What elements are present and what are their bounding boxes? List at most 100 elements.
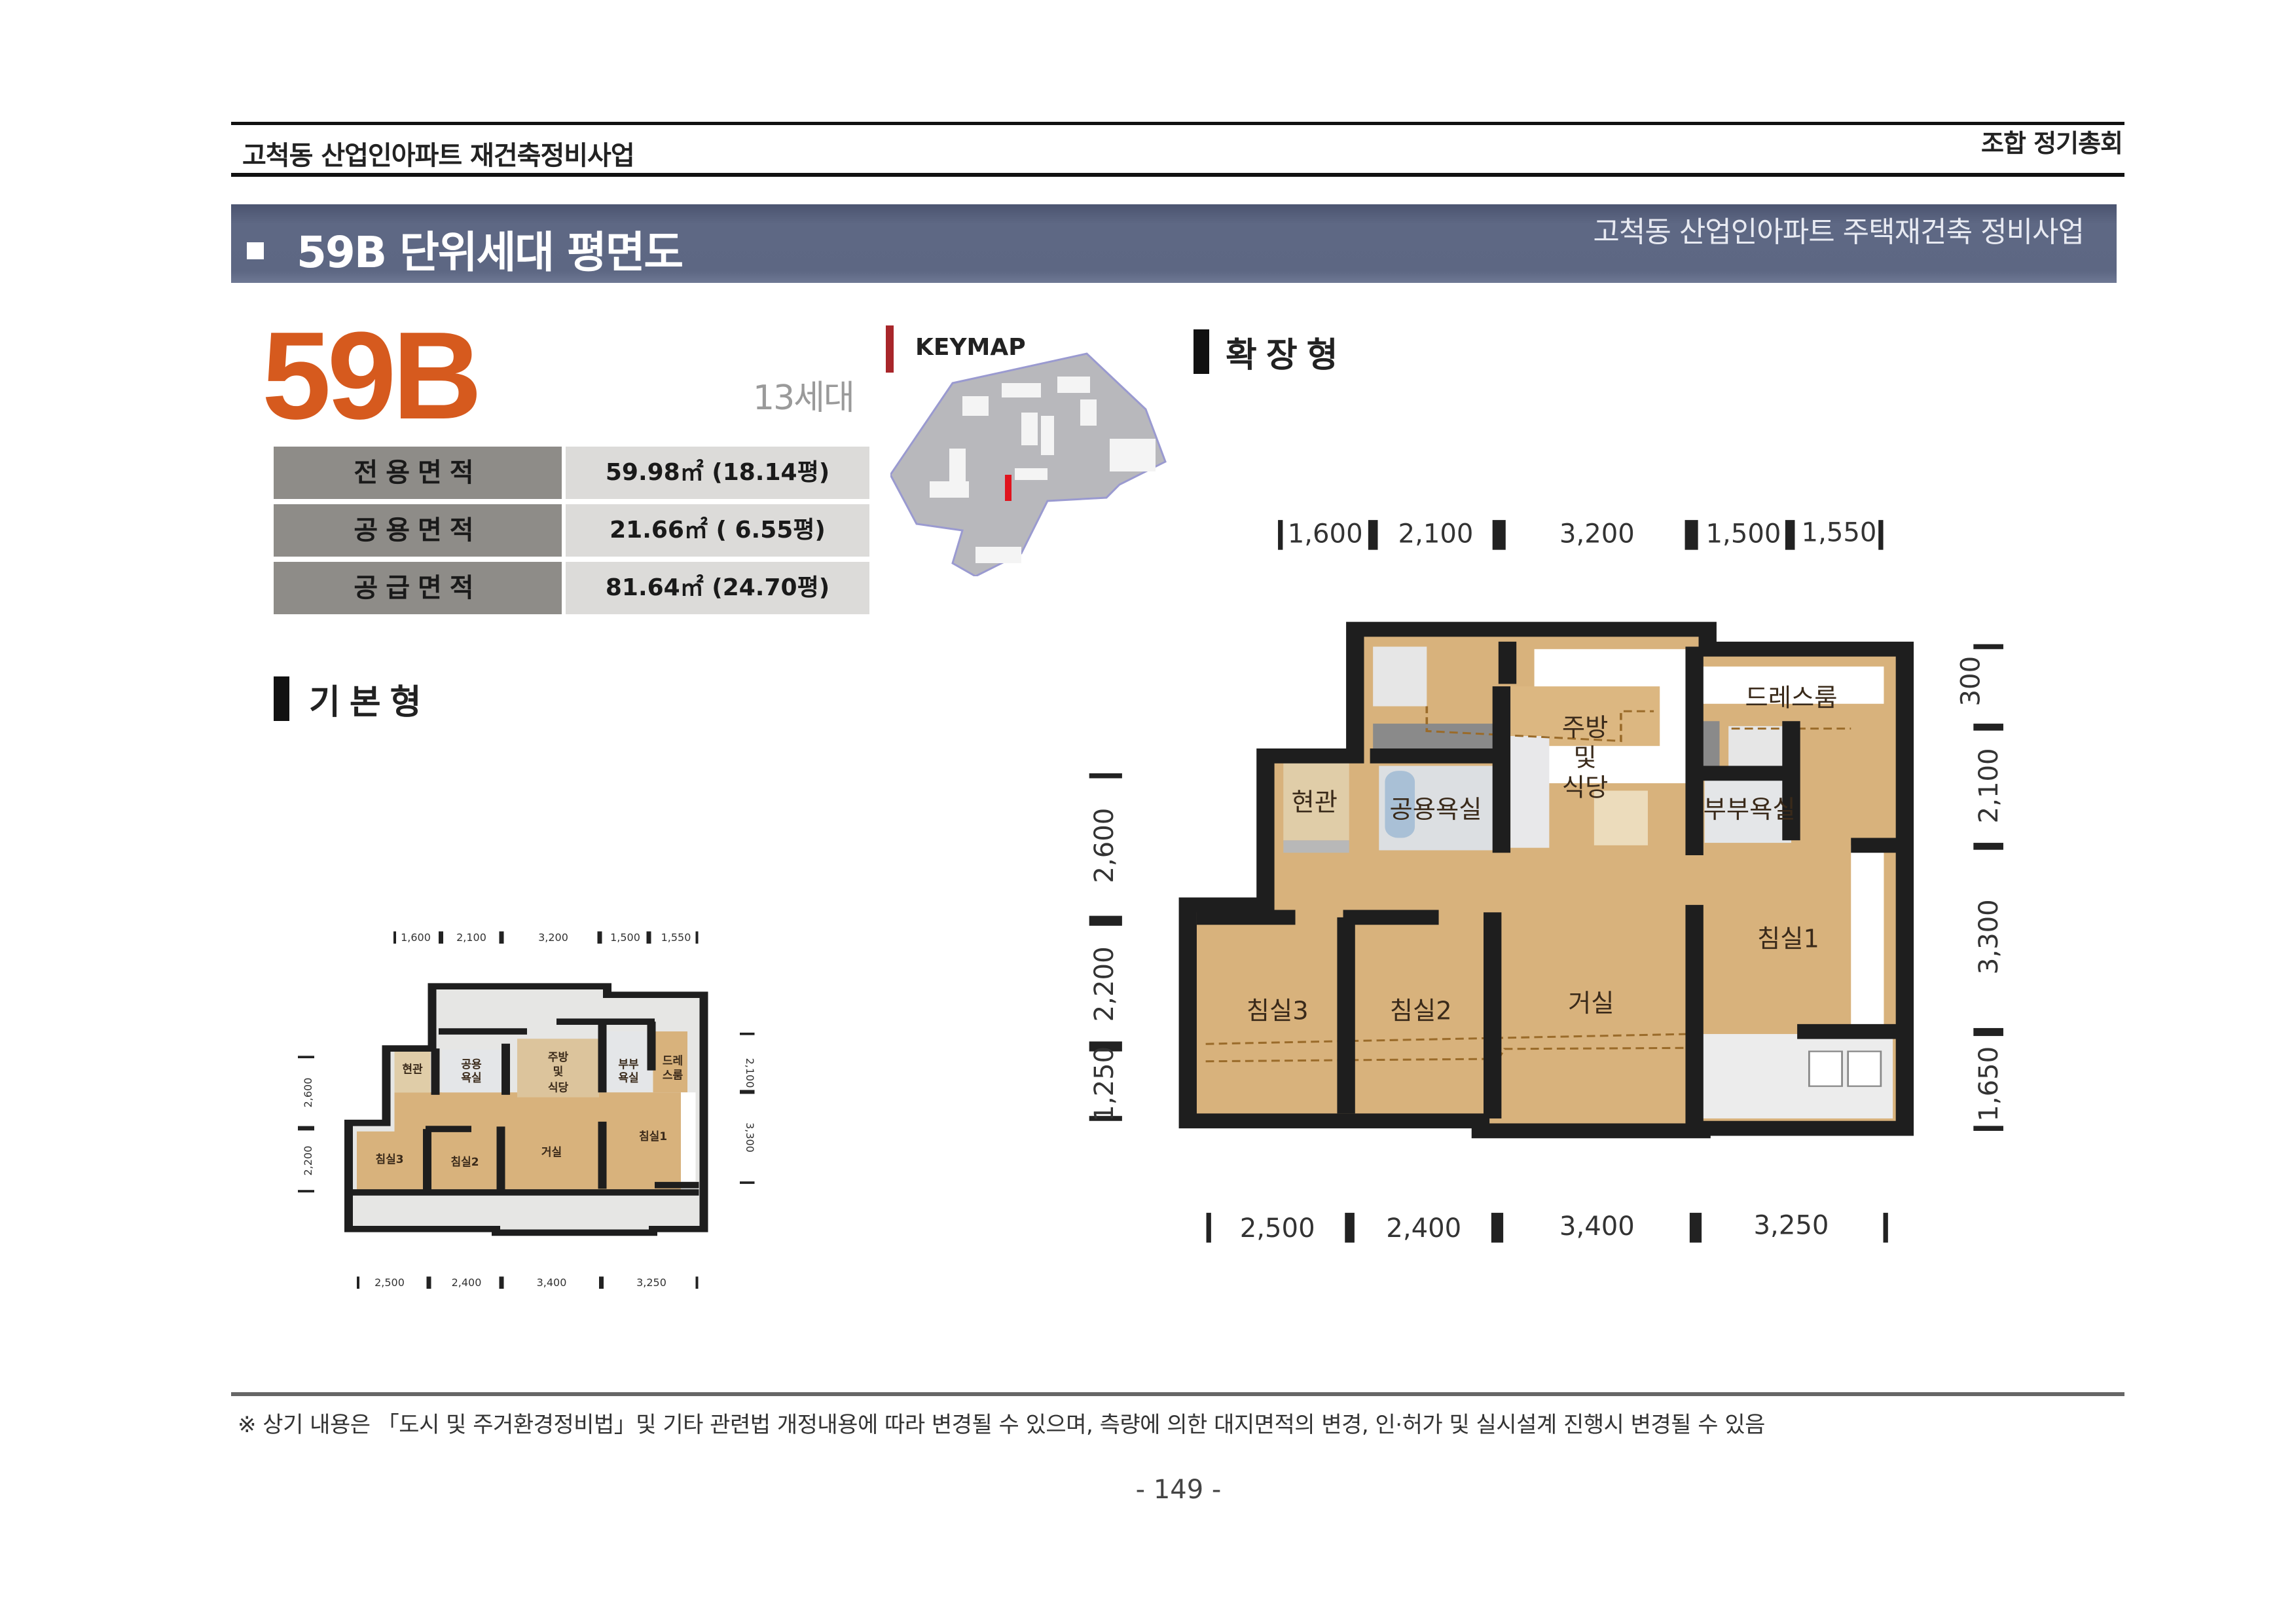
dimension-label: 2,200 [302,1146,314,1176]
room-label-bedroom2: 침실2 [450,1155,479,1169]
page-number: - 149 - [1135,1475,1222,1505]
room-label-bedroom3: 침실3 [375,1153,403,1166]
dimension-label: 3,400 [537,1276,567,1289]
room-label-bedroom2: 침실2 [1390,997,1452,1026]
plan-floor [1188,629,1905,1131]
closet [1851,845,1884,1029]
walls [344,983,708,1236]
room-label-master-bath: 부부욕실 [1704,795,1796,824]
title-banner: 59B 단위세대 평면도 고척동 산업인아파트 주택재건축 정비사업 [231,204,2117,283]
dressroom-floor [653,1031,687,1093]
area-row: 공급면적 81.64㎡ (24.70평) [274,562,869,614]
dimension-label: 2,100 [1398,519,1474,549]
room-label-bedroom1: 침실1 [639,1130,667,1143]
room-label-entrance: 현관 [1291,788,1338,817]
dimension-label: 2,600 [302,1078,314,1108]
footer-rule [231,1392,2124,1396]
area-label: 전용면적 [274,447,562,499]
dimension-label: 3,300 [744,1122,756,1153]
basic-plan-title: 기본형 [309,683,431,722]
room-label-common-bath: 공용욕실 [1389,795,1482,824]
room-label-common-bath: 공용 [461,1058,482,1071]
header-bottom-rule [231,173,2124,177]
closet [681,1092,696,1182]
area-value: 59.98㎡ (18.14평) [566,447,869,499]
dressroom-white [1695,666,1884,704]
dimension-label: 1,250 [1089,1046,1120,1122]
dimension-label: 2,100 [456,931,486,944]
washer-icon [1808,1050,1843,1087]
dryer-icon [1847,1050,1882,1087]
square-bullet-icon [247,242,264,259]
kitchen-floor [517,1039,599,1098]
room-label-master-bath: 부부 [618,1058,639,1071]
room-label-dressroom: 스룸 [663,1069,683,1082]
room-label-living: 거실 [541,1146,562,1159]
dimension-ticks [1089,520,2003,1243]
footer-disclaimer: ※ 상기 내용은 「도시 및 주거환경정비법」및 기타 관련법 개정내용에 따라… [238,1412,1765,1438]
walls [1178,621,1914,1139]
dimension-label: 1,600 [401,931,431,944]
living-floor [394,1092,681,1190]
dimension-label: 3,300 [1974,899,2004,974]
dimension-label: 3,400 [1559,1211,1635,1242]
dimension-label: 2,400 [1386,1213,1461,1244]
banner-subtitle: 고척동 산업인아파트 주택재건축 정비사업 [1593,215,2085,249]
master-bath-floor [604,1031,651,1090]
unit-type: 59B [262,306,483,445]
common-bath-floor [442,1050,503,1093]
room-label-kitchen: 주방 [1562,713,1609,743]
room-label-master-bath: 욕실 [618,1072,638,1085]
household-count: 13세대 [753,378,855,418]
dimension-label: 2,100 [744,1058,756,1088]
section-marker-bar [274,676,289,721]
room-label-dressroom: 드레스룸 [1745,684,1837,713]
shower-booth [1728,726,1791,773]
keymap-site-plan [890,352,1167,576]
utility-room [1373,646,1427,707]
dimension-label: 1,550 [1802,518,1877,548]
dimension-label: 2,100 [1974,748,2004,823]
unit-location-marker [1005,475,1011,501]
page-title: 59B 단위세대 평면도 [297,227,683,278]
dimension-label: 1,650 [1974,1046,2004,1122]
area-row: 공용면적 21.66㎡ ( 6.55평) [274,504,869,557]
room-label-bedroom1: 침실1 [1757,924,1819,953]
bedroom3-floor [357,1131,426,1190]
room-label-kitchen: 및 [553,1065,564,1079]
keymap-label: KEYMAP [915,334,1026,361]
room-label-dressroom: 드레 [663,1055,683,1068]
area-value: 81.64㎡ (24.70평) [566,562,869,614]
dimension-label: 1,600 [1288,519,1363,549]
dining-table [1594,790,1648,845]
room-label-kitchen: 및 [1574,743,1597,773]
dimension-label: 300 [1956,656,1986,707]
room-label-kitchen: 주방 [548,1051,569,1064]
dimension-ticks [298,931,755,1289]
entrance-floor [394,1050,431,1093]
expanded-floor-plan: 현관 공용욕실 주방 및 식당 드레스룸 부부욕실 침실1 침실3 침실2 거실… [1089,518,2004,1244]
header-project-name: 고척동 산업인아파트 재건축정비사업 [242,141,635,171]
expanded-plan-title: 확장형 [1226,336,1347,375]
basic-floor-plan: 현관 공용 욕실 주방 및 식당 부부 욕실 드레 스룸 침실1 거실 침실3 … [298,931,756,1289]
header-meeting-name: 조합 정기총회 [1981,129,2123,158]
area-row: 전용면적 59.98㎡ (18.14평) [274,447,869,499]
entrance-floor [1283,760,1349,841]
dimension-label: 3,200 [1559,519,1635,549]
building-blocks [930,377,1156,563]
room-label-kitchen: 식당 [548,1082,569,1095]
area-label: 공용면적 [274,504,562,557]
master-bath-floor [1704,775,1791,843]
room-label-kitchen: 식당 [1562,773,1609,802]
room-label-entrance: 현관 [402,1063,423,1077]
room-label-bedroom3: 침실3 [1247,997,1309,1026]
dimension-label: 2,500 [1240,1213,1315,1244]
dimension-label: 2,200 [1089,946,1120,1022]
dimension-label: 3,200 [538,931,568,944]
dimension-label: 1,500 [610,931,640,944]
bathtub-icon [1385,771,1415,838]
dimension-label: 1,550 [661,931,691,944]
room-label-common-bath: 욕실 [461,1072,481,1085]
area-label: 공급면적 [274,562,562,614]
header-top-rule [231,122,2124,125]
